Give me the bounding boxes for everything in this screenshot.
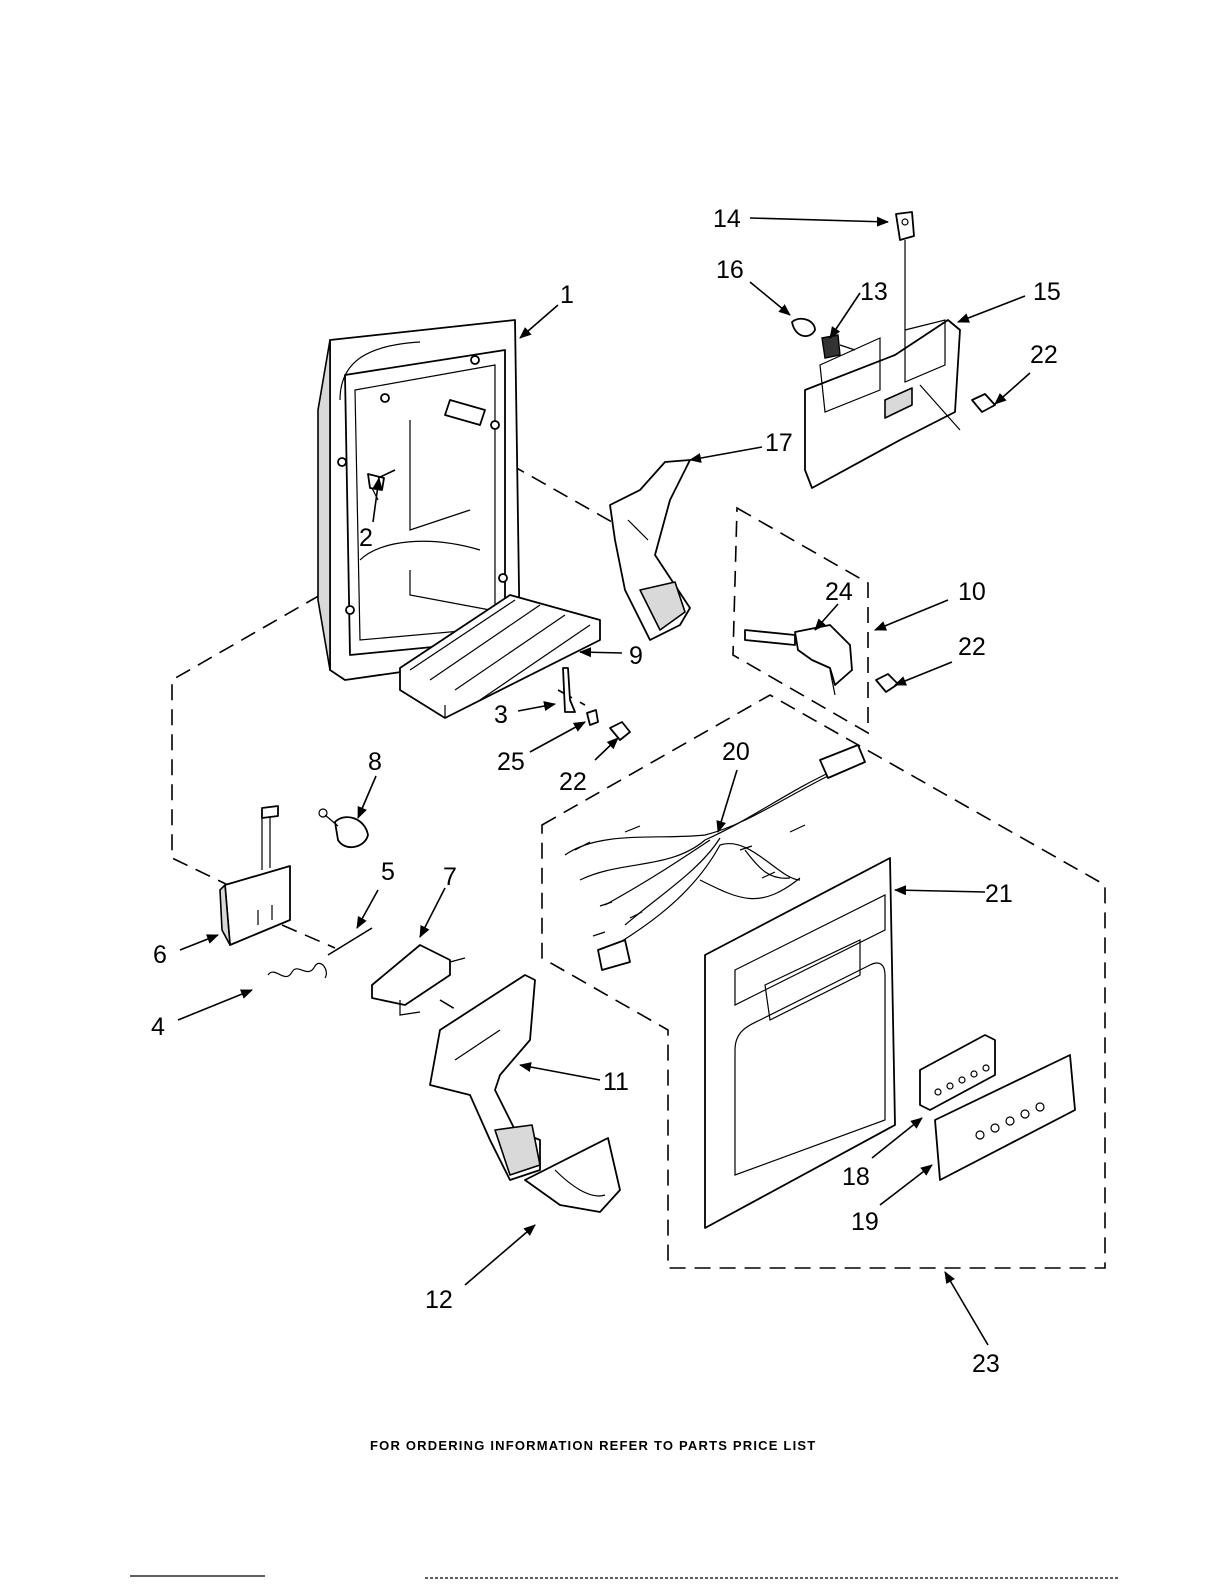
callout-8: 8 bbox=[368, 748, 382, 776]
ice-lever-part-11 bbox=[430, 975, 540, 1180]
callout-17: 17 bbox=[765, 429, 793, 457]
actuator-part-7 bbox=[372, 945, 465, 1015]
callout-10: 10 bbox=[958, 578, 986, 606]
callout-15: 15 bbox=[1033, 278, 1061, 306]
lever-arm-part-24 bbox=[745, 625, 852, 695]
callout-18: 18 bbox=[842, 1163, 870, 1191]
callout-5: 5 bbox=[381, 858, 395, 886]
callout-12: 12 bbox=[425, 1286, 453, 1314]
callout-1: 1 bbox=[560, 281, 574, 309]
callout-20: 20 bbox=[722, 738, 750, 766]
footer-note: FOR ORDERING INFORMATION REFER TO PARTS … bbox=[370, 1438, 816, 1453]
callout-11: 11 bbox=[603, 1068, 629, 1096]
screw-part-22-mid bbox=[876, 674, 898, 692]
screw-part-22-top bbox=[972, 394, 995, 412]
bottom-edge-marks bbox=[130, 1576, 1120, 1578]
callout-22-mid: 22 bbox=[958, 633, 986, 661]
callout-9: 9 bbox=[629, 642, 643, 670]
solenoid-part-8 bbox=[319, 809, 368, 847]
callout-13: 13 bbox=[860, 278, 888, 306]
callout-21: 21 bbox=[985, 880, 1013, 908]
clip-part-25 bbox=[587, 710, 598, 725]
callout-3: 3 bbox=[494, 701, 508, 729]
callout-4: 4 bbox=[151, 1013, 165, 1041]
spring-clip-part-3 bbox=[563, 668, 575, 712]
switch-part-14 bbox=[896, 212, 914, 330]
callout-7: 7 bbox=[443, 863, 457, 891]
callout-23: 23 bbox=[972, 1350, 1000, 1378]
spring-part-4 bbox=[268, 963, 326, 978]
callout-24: 24 bbox=[825, 578, 853, 606]
callout-2: 2 bbox=[359, 524, 373, 552]
lamp-bulb-part-16 bbox=[792, 319, 815, 336]
callout-19: 19 bbox=[851, 1208, 879, 1236]
callout-25: 25 bbox=[497, 748, 525, 776]
motor-part-6 bbox=[220, 806, 290, 945]
callout-22-left: 22 bbox=[559, 768, 587, 796]
callout-16: 16 bbox=[716, 256, 744, 284]
callout-22-top: 22 bbox=[1030, 341, 1058, 369]
lamp-socket-part-13 bbox=[822, 335, 855, 358]
water-lever-part-17 bbox=[610, 460, 690, 640]
callout-6: 6 bbox=[153, 941, 167, 969]
callout-14: 14 bbox=[713, 205, 741, 233]
pin-part-5 bbox=[328, 928, 372, 955]
screw-part-22-left bbox=[610, 722, 630, 740]
